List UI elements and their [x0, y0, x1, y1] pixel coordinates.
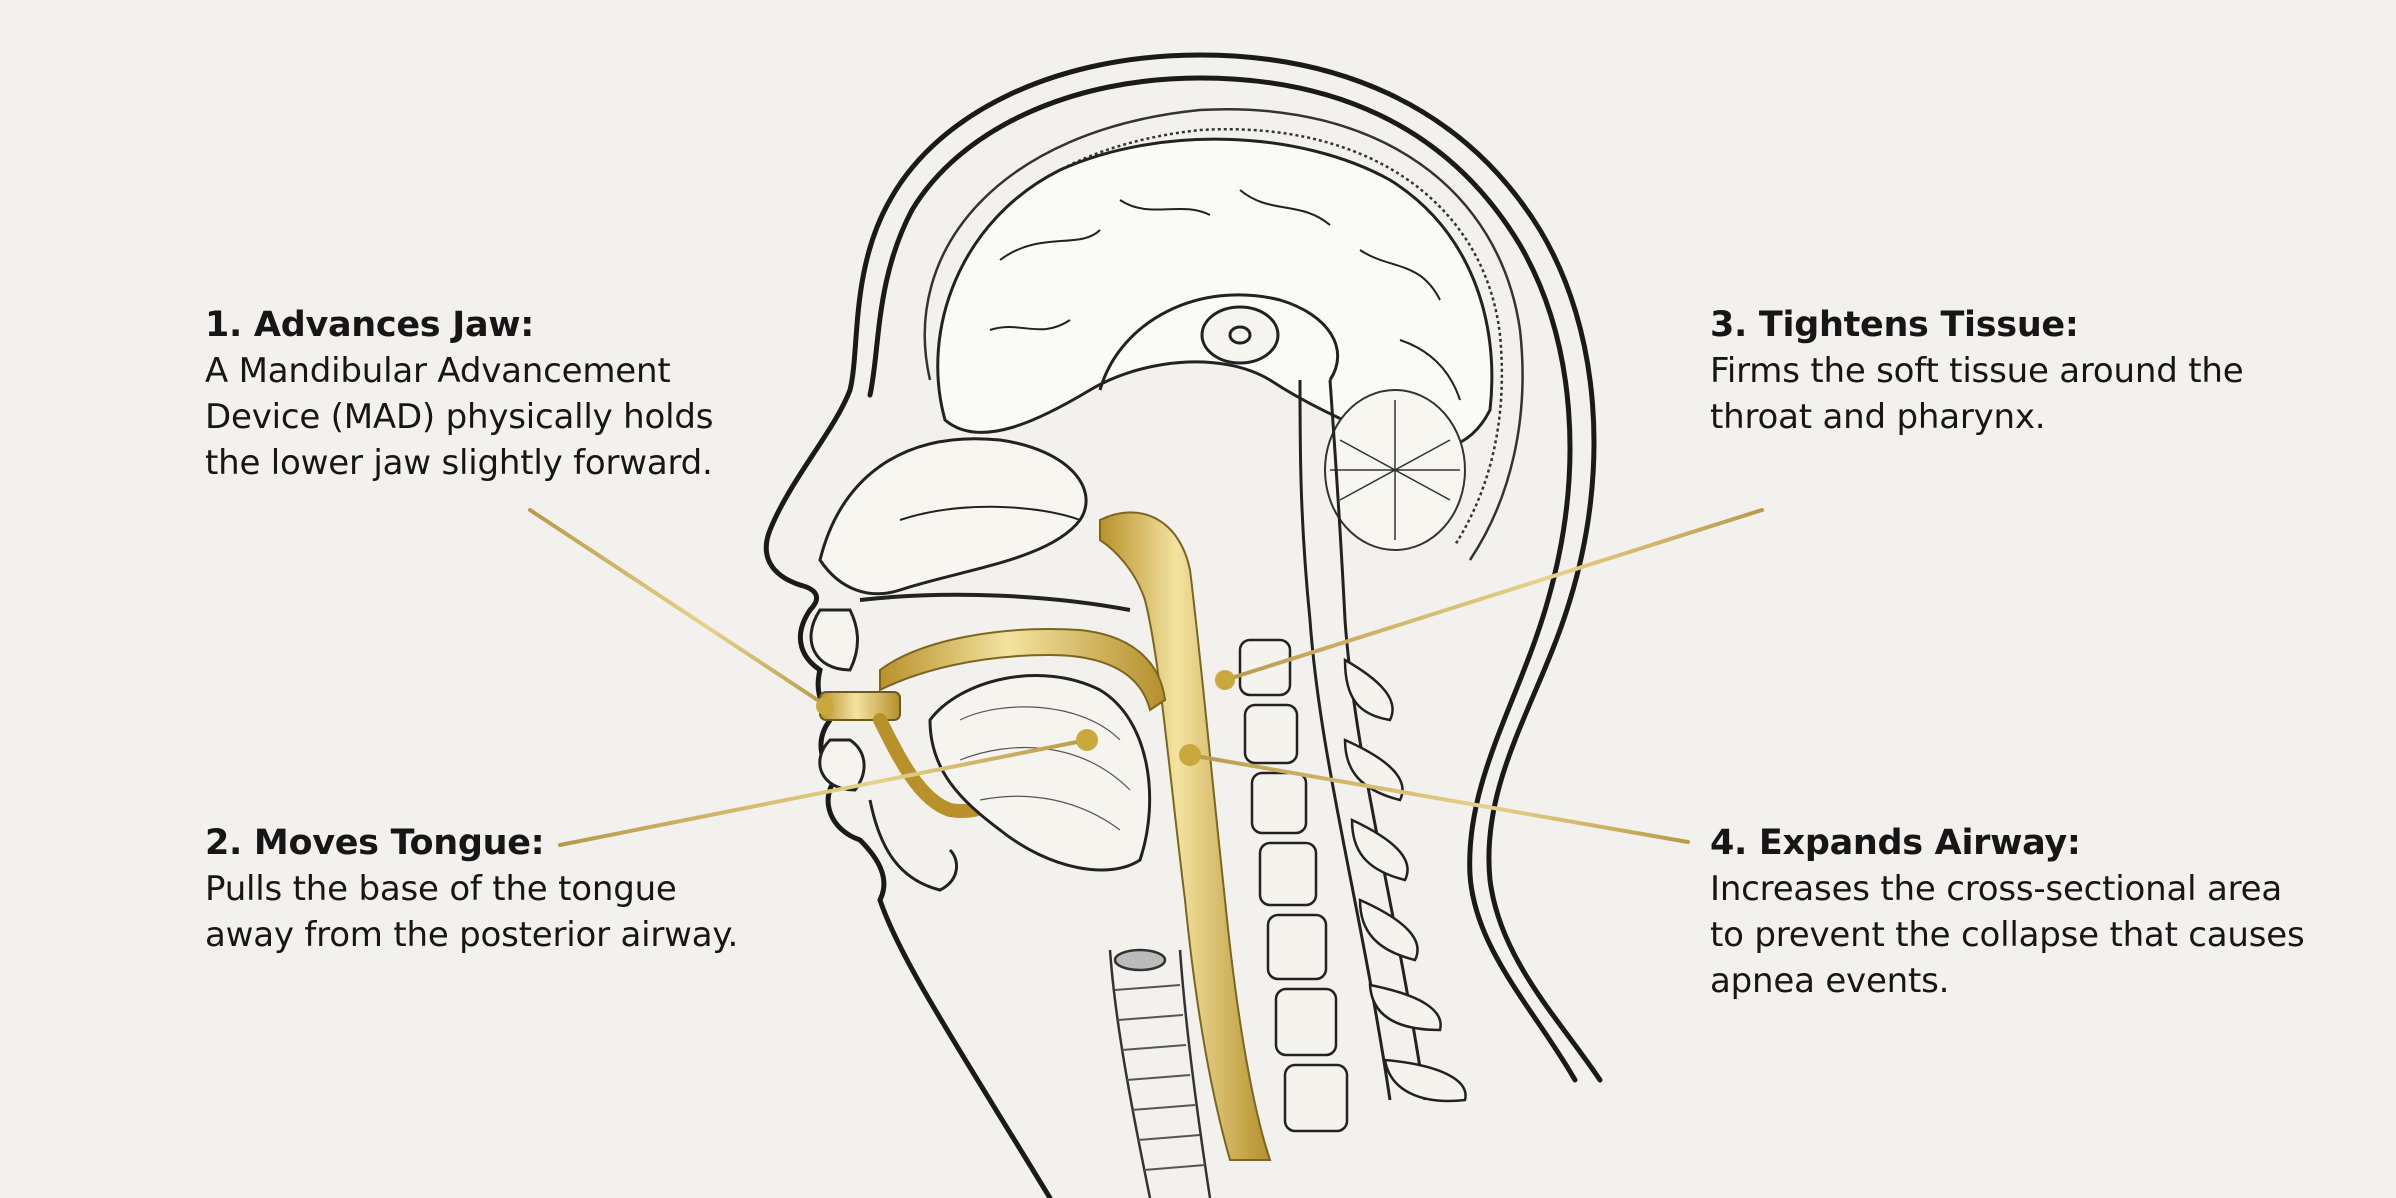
- cervical-vertebrae: [1238, 638, 1467, 1133]
- callout-moves-tongue: 2. Moves Tongue: Pulls the base of the t…: [205, 820, 765, 958]
- tongue: [928, 674, 1152, 872]
- leader-dot-4: [1179, 744, 1201, 766]
- cerebellum: [1324, 389, 1466, 551]
- leader-dots: [816, 670, 1235, 766]
- nasal-cavity: [818, 437, 1088, 596]
- callout-body: Pulls the base of the tongue away from t…: [205, 869, 739, 955]
- leader-line-2: [558, 738, 1089, 847]
- callout-advances-jaw: 1. Advances Jaw: A Mandibular Advancemen…: [205, 302, 765, 486]
- leader-line-4: [1188, 753, 1690, 844]
- callout-body: A Mandibular Advancement Device (MAD) ph…: [205, 351, 714, 483]
- leader-lines: [528, 508, 1764, 847]
- airway-highlight: [879, 511, 1272, 1161]
- leader-dot-1: [816, 697, 834, 715]
- callout-body: Increases the cross-sectional area to pr…: [1710, 869, 2305, 1001]
- callout-title: 4. Expands Airway:: [1710, 823, 2081, 863]
- brain: [936, 137, 1494, 452]
- callout-title: 2. Moves Tongue:: [205, 823, 545, 863]
- callout-body: Firms the soft tissue around the throat …: [1710, 351, 2244, 437]
- hard-palate: [859, 592, 1131, 612]
- leader-line-3: [1223, 508, 1764, 682]
- callout-title: 1. Advances Jaw:: [205, 305, 534, 345]
- leader-line-1: [528, 508, 827, 707]
- leader-dot-3: [1215, 670, 1235, 690]
- trachea: [1108, 948, 1212, 1198]
- leader-dot-2: [1076, 729, 1098, 751]
- head-outline: [763, 52, 1603, 1198]
- callout-expands-airway: 4. Expands Airway: Increases the cross-s…: [1710, 820, 2310, 1004]
- callout-title: 3. Tightens Tissue:: [1710, 305, 2079, 345]
- callout-tightens-tissue: 3. Tightens Tissue: Firms the soft tissu…: [1710, 302, 2270, 440]
- lips-and-chin: [809, 608, 959, 892]
